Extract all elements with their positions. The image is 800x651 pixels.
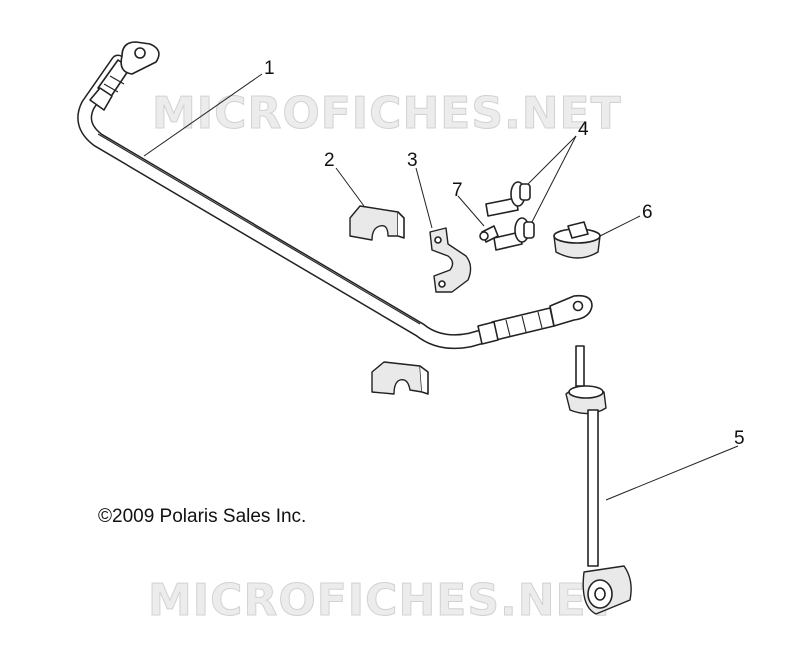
- callout-1: 1: [264, 58, 275, 79]
- callout-2: 2: [324, 150, 335, 171]
- bracket: [429, 227, 472, 293]
- bolt-lower: [493, 217, 535, 251]
- callout-5: 5: [734, 428, 745, 449]
- watermark-bottom: MICROFICHES.NET: [148, 575, 618, 626]
- nut: [553, 221, 601, 259]
- leader-lines: [143, 73, 739, 501]
- bushing-upper: [349, 205, 405, 241]
- callouts: 1 2 3 4 5 6 7: [264, 58, 745, 449]
- stabilizer-bar: [77, 41, 593, 350]
- bolt-upper: [485, 181, 531, 217]
- callout-4: 4: [578, 119, 589, 140]
- link-rod: [565, 345, 632, 615]
- callout-6: 6: [642, 202, 653, 223]
- copyright-notice: ©2009 Polaris Sales Inc.: [98, 506, 307, 527]
- grease-fitting: [479, 225, 499, 243]
- watermark-top: MICROFICHES.NET: [152, 88, 622, 139]
- callout-7: 7: [452, 180, 463, 201]
- callout-3: 3: [407, 150, 418, 171]
- bushing-lower: [371, 361, 429, 395]
